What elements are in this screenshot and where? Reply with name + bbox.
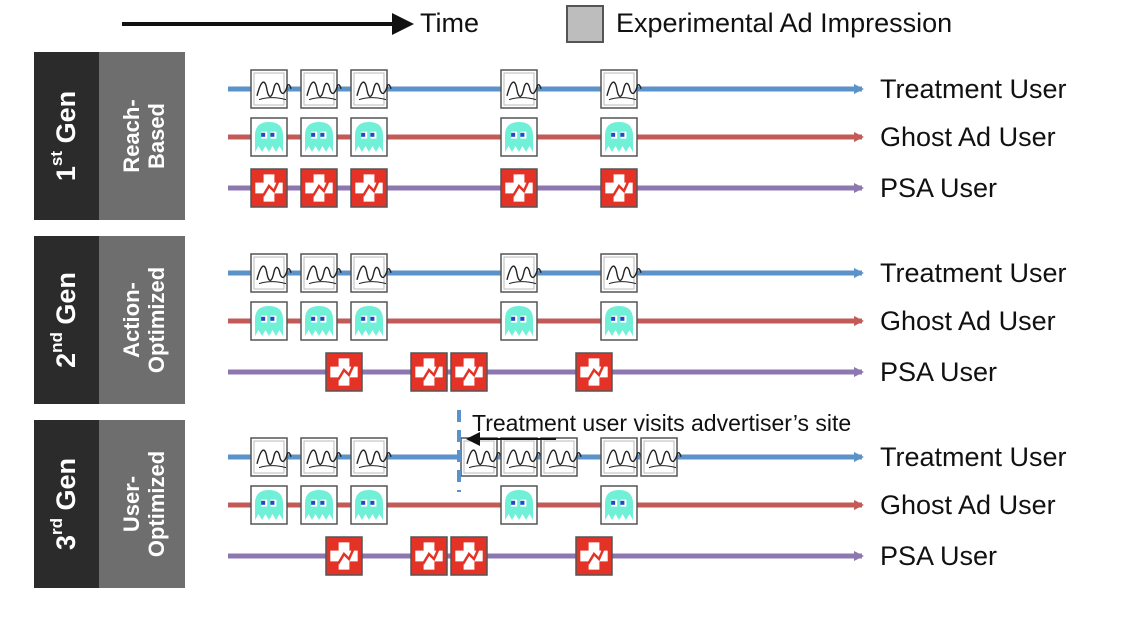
signature-ad-icon (300, 253, 342, 293)
signature-ad-icon (500, 253, 542, 293)
ghost-icon (250, 485, 288, 525)
targeting-type-label: Action-Optimized (119, 267, 169, 373)
impression-legend-swatch (566, 5, 604, 43)
psa-cross-icon (250, 168, 288, 208)
ghost-icon (300, 485, 338, 525)
signature-ad-icon (460, 437, 502, 477)
ghost-icon (600, 485, 638, 525)
signature-ad-icon (250, 253, 292, 293)
treatment-user-label: Treatment User (880, 442, 1067, 472)
ghost-icon (600, 117, 638, 157)
treatment-user-row: Treatment User (228, 437, 1067, 477)
psa-user-row: PSA User (228, 536, 997, 576)
ghost-icon (600, 301, 638, 341)
psa-user-row: PSA User (228, 168, 997, 208)
ghost-user-label: Ghost Ad User (880, 490, 1056, 520)
generation-label: 3rd Gen (47, 458, 81, 550)
targeting-type-label: User-Optimized (119, 451, 169, 557)
generation-label: 1st Gen (47, 91, 81, 181)
ghost-icon (500, 117, 538, 157)
generation-section: 3rd Gen User-Optimized Treatment UserGhost… (34, 410, 1067, 588)
targeting-type-block (99, 52, 185, 220)
psa-cross-icon (410, 352, 448, 392)
ghost-user-row: Ghost Ad User (228, 485, 1056, 525)
psa-cross-icon (600, 168, 638, 208)
signature-ad-icon (350, 69, 392, 109)
impression-legend-label: Experimental Ad Impression (616, 8, 953, 38)
psa-cross-icon (575, 352, 613, 392)
signature-ad-icon (300, 69, 342, 109)
ghost-icon (350, 301, 388, 341)
generation-label: 2nd Gen (47, 272, 81, 368)
ghost-user-row: Ghost Ad User (228, 117, 1056, 157)
targeting-type-block (99, 236, 185, 404)
signature-ad-icon (500, 437, 542, 477)
signature-ad-icon (350, 437, 392, 477)
ghost-icon (300, 117, 338, 157)
generation-section: 2nd Gen Action-Optimized Treatment UserGho… (34, 236, 1067, 404)
ghost-user-label: Ghost Ad User (880, 306, 1056, 336)
targeting-type-block (99, 420, 185, 588)
signature-ad-icon (600, 69, 642, 109)
ghost-icon (500, 485, 538, 525)
signature-ad-icon (640, 437, 682, 477)
ghost-user-row: Ghost Ad User (228, 301, 1056, 341)
psa-cross-icon (300, 168, 338, 208)
psa-cross-icon (500, 168, 538, 208)
psa-cross-icon (450, 352, 488, 392)
signature-ad-icon (540, 437, 582, 477)
psa-cross-icon (325, 536, 363, 576)
treatment-user-label: Treatment User (880, 258, 1067, 288)
ghost-icon (350, 485, 388, 525)
treatment-user-label: Treatment User (880, 74, 1067, 104)
advertiser-visit-annotation: Treatment user visits advertiser’s site (457, 410, 851, 492)
psa-user-label: PSA User (880, 357, 997, 387)
ghost-icon (250, 117, 288, 157)
ghost-icon (350, 117, 388, 157)
annotation-text: Treatment user visits advertiser’s site (472, 410, 851, 436)
targeting-type-label: Reach-Based (119, 99, 169, 172)
ghost-icon (500, 301, 538, 341)
psa-cross-icon (350, 168, 388, 208)
signature-ad-icon (300, 437, 342, 477)
signature-ad-icon (600, 437, 642, 477)
psa-user-label: PSA User (880, 173, 997, 203)
signature-ad-icon (250, 437, 292, 477)
time-legend-label: Time (420, 8, 479, 38)
ghost-icon (300, 301, 338, 341)
generation-block (34, 420, 99, 588)
psa-cross-icon (575, 536, 613, 576)
ghost-user-label: Ghost Ad User (880, 122, 1056, 152)
annotation-arrow-head (466, 432, 480, 446)
psa-cross-icon (450, 536, 488, 576)
signature-ad-icon (250, 69, 292, 109)
signature-ad-icon (350, 253, 392, 293)
psa-cross-icon (410, 536, 448, 576)
psa-cross-icon (325, 352, 363, 392)
treatment-user-row: Treatment User (228, 253, 1067, 293)
ghost-icon (250, 301, 288, 341)
signature-ad-icon (600, 253, 642, 293)
signature-ad-icon (500, 69, 542, 109)
generation-block (34, 52, 99, 220)
psa-user-row: PSA User (228, 352, 997, 392)
psa-user-label: PSA User (880, 541, 997, 571)
treatment-user-row: Treatment User (228, 69, 1067, 109)
generation-block (34, 236, 99, 404)
time-arrow-head (392, 13, 414, 35)
